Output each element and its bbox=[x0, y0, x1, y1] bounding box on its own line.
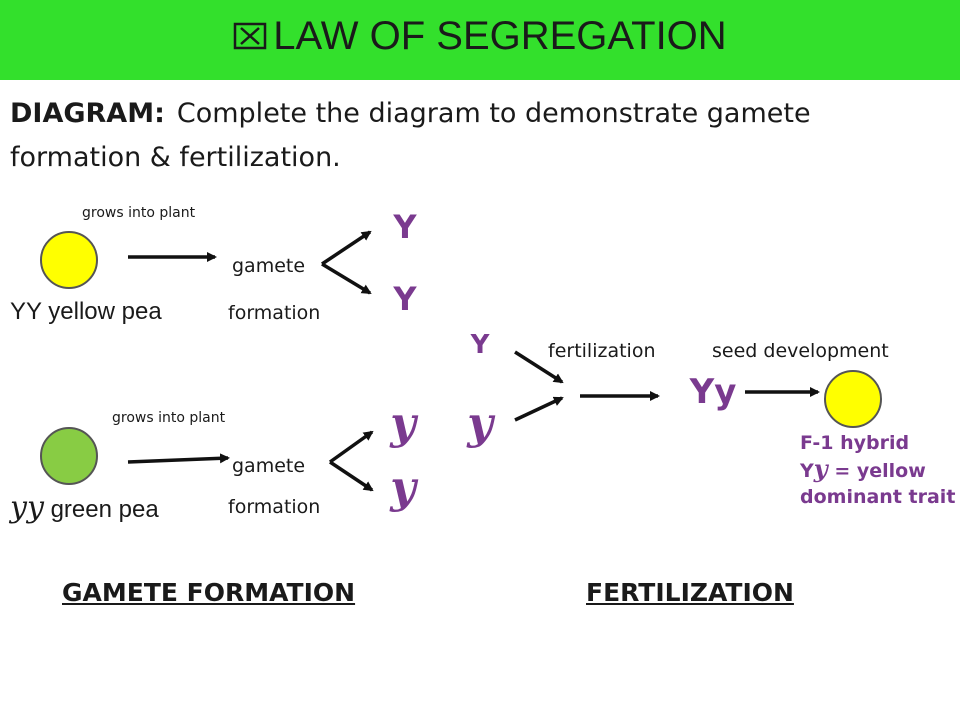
green-pea-genotype: yy bbox=[10, 490, 44, 525]
fertilization-label: fertilization bbox=[548, 340, 656, 362]
hybrid-line-1: F-1 hybrid bbox=[800, 432, 910, 454]
arrow-yellow-gamete-1 bbox=[321, 230, 372, 266]
hybrid-equals: = yellow bbox=[834, 460, 926, 482]
zygote-text: Yy bbox=[689, 372, 737, 412]
instructions-text: Complete the diagram to demonstrate game… bbox=[10, 98, 811, 173]
arrow-fert-recessive bbox=[514, 396, 564, 422]
arrow-fert-dominant bbox=[514, 350, 564, 384]
fert-gamete-recessive: y bbox=[467, 398, 493, 449]
yellow-pea-description: yellow pea bbox=[48, 298, 162, 325]
yellow-gamete-2: Y bbox=[393, 280, 417, 318]
gamete-formation-heading: GAMETE FORMATION bbox=[62, 578, 356, 607]
hybrid-dominant: Y bbox=[800, 460, 814, 482]
green-gamete-2: y bbox=[390, 462, 416, 513]
fert-gamete-dominant: Y bbox=[470, 330, 490, 360]
arrow-green-gamete-1 bbox=[328, 430, 374, 464]
yellow-formation-word: formation bbox=[228, 302, 321, 324]
hybrid-line-2: Yy = yellow bbox=[800, 456, 955, 484]
green-gamete-1: y bbox=[390, 398, 416, 449]
green-formation-word: formation bbox=[228, 496, 321, 518]
yellow-grows-label: grows into plant bbox=[82, 205, 196, 221]
yellow-gamete-word: gamete bbox=[232, 255, 306, 277]
seed-development-label: seed development bbox=[712, 340, 889, 362]
yellow-pea-genotype: YY bbox=[10, 298, 42, 325]
fertilization-heading: FERTILIZATION bbox=[586, 578, 794, 607]
page-title-text: LAW OF SEGREGATION bbox=[273, 14, 727, 58]
zygote-genotype: Yy bbox=[678, 372, 748, 412]
green-pea-circle bbox=[40, 427, 98, 485]
green-pea-label: yy green pea bbox=[10, 490, 159, 525]
green-grows-label: grows into plant bbox=[112, 410, 226, 426]
page-title: LAW OF SEGREGATION bbox=[0, 14, 960, 61]
arrow-yellow-gamete-2 bbox=[321, 262, 372, 295]
green-gamete-word: gamete bbox=[232, 455, 306, 477]
yellow-pea-label: YY yellow pea bbox=[10, 298, 162, 326]
crossed-box-icon bbox=[233, 16, 267, 61]
hybrid-line-3: dominant trait bbox=[800, 486, 956, 508]
title-bar bbox=[0, 0, 960, 80]
arrow-green-gamete-2 bbox=[329, 460, 374, 492]
green-pea-description: green pea bbox=[50, 496, 159, 523]
instructions: DIAGRAM:Complete the diagram to demonstr… bbox=[10, 92, 950, 180]
hybrid-info: F-1 hybrid Yy = yellow dominant trait bbox=[800, 430, 955, 510]
arrow-green-plant bbox=[127, 453, 230, 464]
hybrid-recessive: y bbox=[813, 454, 828, 483]
instructions-label: DIAGRAM: bbox=[10, 98, 165, 129]
offspring-pea-circle bbox=[824, 370, 882, 428]
yellow-gamete-1: Y bbox=[393, 208, 417, 246]
yellow-pea-circle bbox=[40, 231, 98, 289]
